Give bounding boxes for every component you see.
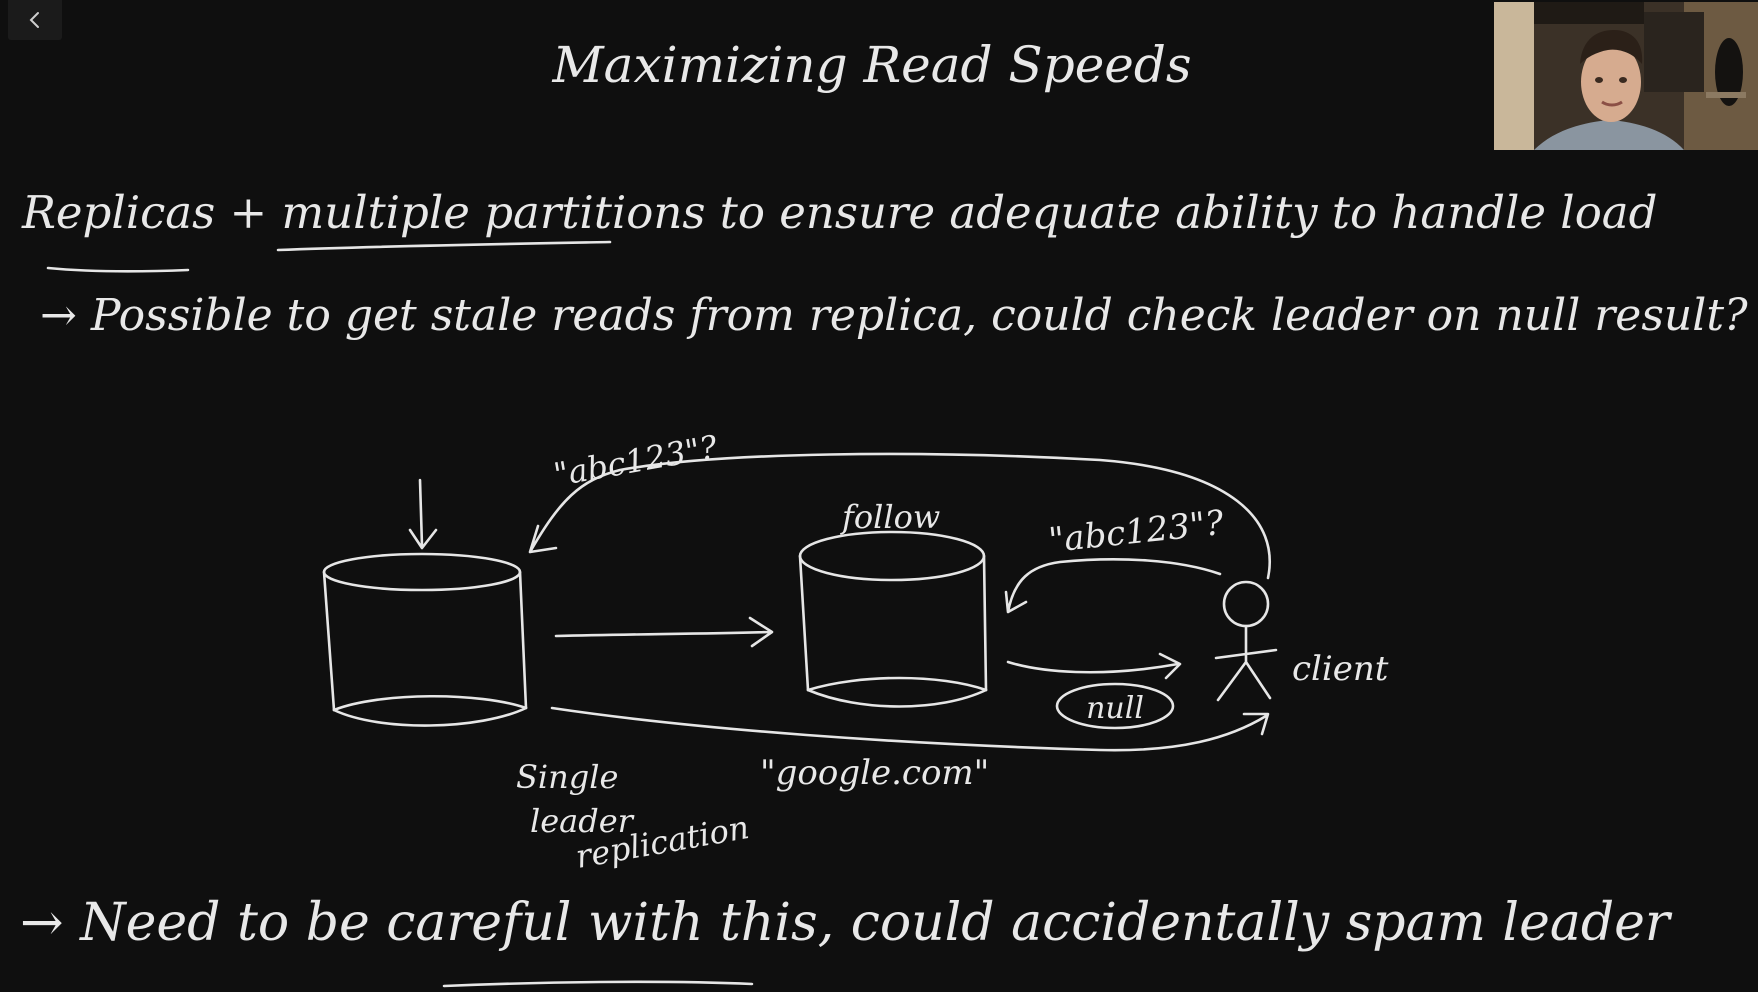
null-bubble [1055, 682, 1175, 730]
follower-label: follow [840, 498, 940, 536]
client-label: client [1292, 649, 1389, 689]
follower-database [798, 530, 988, 708]
leader-database [322, 552, 528, 727]
single-leader-line1: Single [516, 758, 618, 796]
query-follower-arrow [1004, 558, 1222, 614]
slide-title: Maximizing Read Speeds [551, 36, 1191, 94]
null-label: null [1086, 691, 1144, 726]
single-leader-line2: leader [530, 802, 635, 840]
back-button[interactable] [8, 0, 62, 40]
client-figure [1214, 580, 1278, 702]
query-leader-label: "abc123"? [551, 428, 721, 494]
underline-replicas [46, 266, 190, 273]
write-arrow [408, 478, 438, 550]
query-leader-arrow [528, 452, 1271, 580]
webcam-frame [1494, 2, 1758, 150]
chevron-left-icon [29, 12, 39, 28]
underline-multiple-partitions [276, 240, 612, 252]
query-follower-label: "abc123"? [1047, 503, 1226, 561]
null-response-arrow [1006, 652, 1182, 680]
leader-result-label: "google.com" [760, 753, 989, 793]
replication-arrow [554, 616, 774, 648]
slide-line-replicas: Replicas + multiple partitions to ensure… [21, 186, 1657, 239]
underline-with-this [442, 980, 754, 988]
slide-line-stale-reads: → Possible to get stale reads from repli… [40, 290, 1748, 341]
slide-line-careful: → Need to be careful with this, could ac… [20, 893, 1673, 953]
leader-response-arrow [550, 706, 1270, 752]
webcam-video [1494, 2, 1758, 150]
